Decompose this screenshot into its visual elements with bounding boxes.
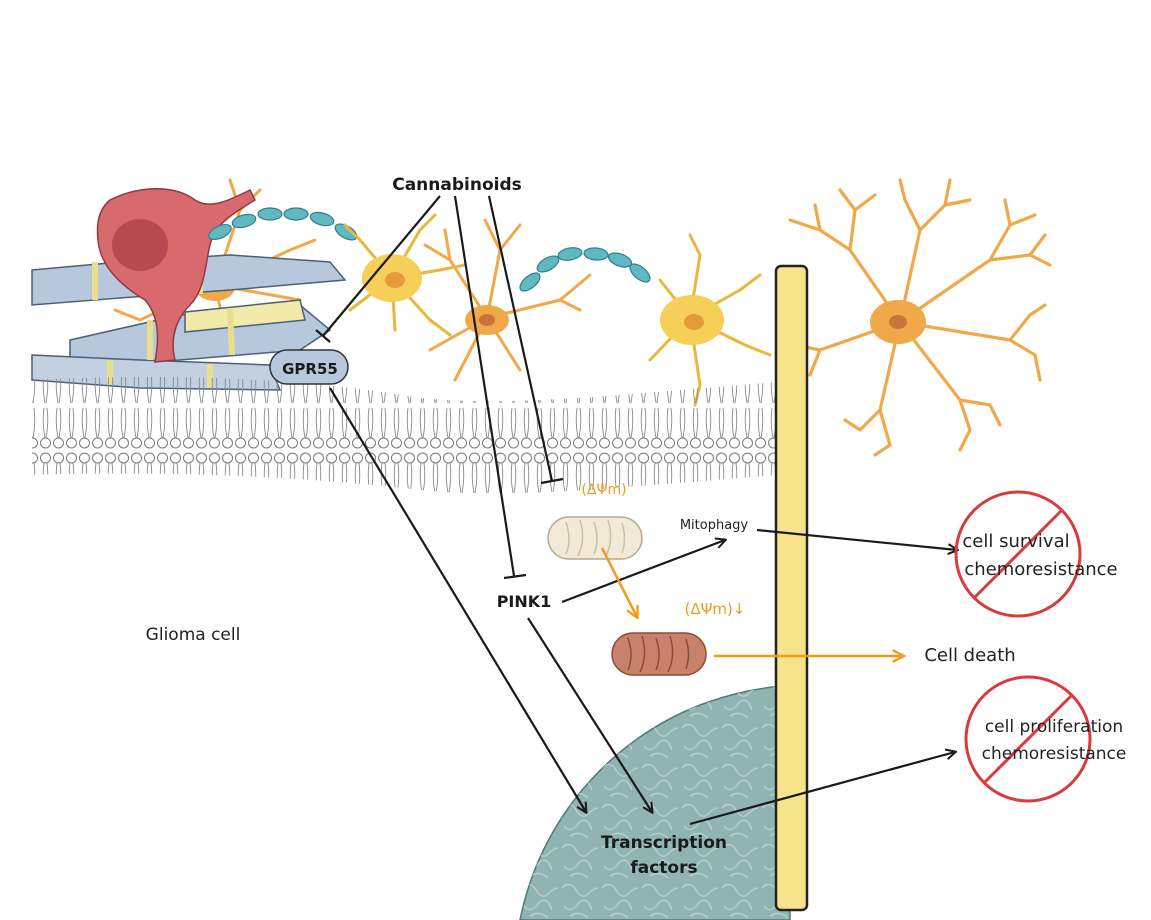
arrow-gpr55-to-transcription (329, 387, 586, 812)
arrow-pink1-to-transcription (527, 617, 652, 812)
astrocyte-right (788, 178, 1052, 457)
delta-psi-m-label: (ΔΨm) (581, 482, 626, 498)
glioma-cell-label: Glioma cell (146, 625, 241, 645)
outcome2-line1: cell proliferation (985, 717, 1123, 737)
prohibition-circle-2 (964, 675, 1092, 803)
outcome1-line2: chemoresistance (964, 559, 1117, 580)
prohibition-circle-1 (954, 490, 1082, 618)
outcome2-line2: chemoresistance (982, 744, 1127, 764)
transcription-factors-line2: factors (630, 858, 697, 878)
lipid-bilayer (32, 376, 780, 494)
outcome1-line1: cell survival (962, 531, 1069, 552)
red-neuron (96, 188, 256, 363)
arrow-mitophagy-to-survival (756, 528, 957, 550)
orange-arrows (600, 547, 903, 656)
gpr55-label: GPR55 (282, 360, 338, 378)
mitochondrion-healthy (547, 516, 643, 560)
gpr55-receptor (269, 349, 349, 385)
mitophagy-label: Mitophagy (680, 518, 749, 533)
astrocyte-middle (423, 218, 592, 382)
transcription-factors-line1: Transcription (601, 833, 727, 853)
black-arrows (329, 387, 957, 826)
arrow-pink1-to-mitophagy (561, 540, 725, 604)
yellow-neuron-1 (343, 213, 467, 337)
arrow-transcription-to-proliferation (689, 752, 955, 826)
arrow-mito-to-damaged (600, 547, 637, 617)
membrane-pillar (774, 264, 809, 912)
yellow-neuron-2 (648, 233, 772, 407)
pink1-label: PINK1 (497, 592, 552, 611)
myelin-chain-2 (519, 247, 651, 292)
delta-psi-m-down-label: (ΔΨm)↓ (685, 600, 746, 618)
nucleus (519, 684, 791, 920)
cell-death-label: Cell death (924, 645, 1015, 666)
inhibition-lines (315, 195, 564, 580)
mitochondrion-damaged (611, 632, 707, 676)
cannabinoids-label: Cannabinoids (392, 175, 522, 195)
